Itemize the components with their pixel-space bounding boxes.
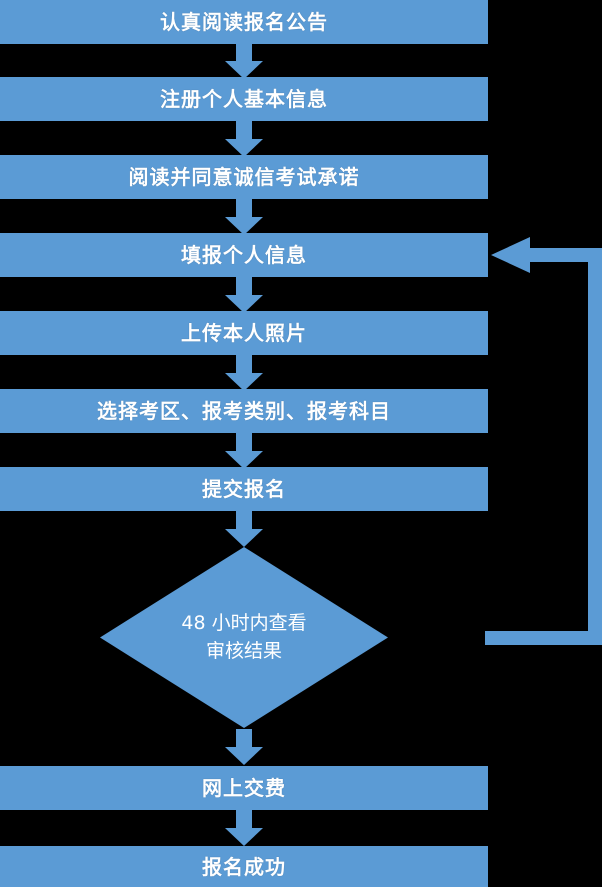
flow-node-upload-photo[interactable]: 上传本人照片 bbox=[0, 311, 488, 355]
down-arrow-icon-5 bbox=[225, 355, 263, 391]
down-arrow-icon-2 bbox=[225, 121, 263, 157]
down-arrow-icon-8 bbox=[225, 729, 263, 765]
flow-node-label: 网上交费 bbox=[202, 776, 286, 800]
flow-node-fill-personal-info[interactable]: 填报个人信息 bbox=[0, 233, 488, 277]
decision-label-line1: 48 小时内查看 bbox=[181, 611, 307, 634]
flow-node-label: 报名成功 bbox=[202, 854, 286, 879]
flow-node-registration-success[interactable]: 报名成功 bbox=[0, 846, 488, 887]
down-arrow-icon-7 bbox=[225, 511, 263, 547]
flow-node-label: 注册个人基本信息 bbox=[160, 87, 328, 111]
flow-node-label: 填报个人信息 bbox=[181, 243, 307, 267]
flow-node-check-review-result[interactable]: 48 小时内查看 审核结果 bbox=[100, 547, 388, 728]
down-arrow-icon-1 bbox=[225, 43, 263, 79]
down-arrow-icon-3 bbox=[225, 199, 263, 235]
decision-label-line2: 审核结果 bbox=[205, 639, 282, 662]
flow-node-read-announcement[interactable]: 认真阅读报名公告 bbox=[0, 0, 488, 44]
flow-node-submit-registration[interactable]: 提交报名 bbox=[0, 467, 488, 511]
flow-node-label: 认真阅读报名公告 bbox=[160, 10, 328, 34]
flow-node-label: 上传本人照片 bbox=[181, 321, 307, 345]
down-arrow-icon-9 bbox=[225, 810, 263, 846]
flow-node-label: 阅读并同意诚信考试承诺 bbox=[128, 165, 360, 189]
down-arrow-icon-4 bbox=[225, 277, 263, 313]
flow-node-agree-integrity-pledge[interactable]: 阅读并同意诚信考试承诺 bbox=[0, 155, 488, 199]
flow-node-online-payment[interactable]: 网上交费 bbox=[0, 766, 488, 810]
flow-node-register-basic-info[interactable]: 注册个人基本信息 bbox=[0, 77, 488, 121]
feedback-loop-arrow bbox=[485, 232, 602, 652]
flow-node-label: 提交报名 bbox=[202, 477, 286, 501]
down-arrow-icon-6 bbox=[225, 433, 263, 469]
flow-node-label: 选择考区、报考类别、报考科目 bbox=[97, 399, 391, 423]
flow-node-select-region-category-subject[interactable]: 选择考区、报考类别、报考科目 bbox=[0, 389, 488, 433]
decision-text-block: 48 小时内查看 审核结果 bbox=[100, 547, 388, 728]
